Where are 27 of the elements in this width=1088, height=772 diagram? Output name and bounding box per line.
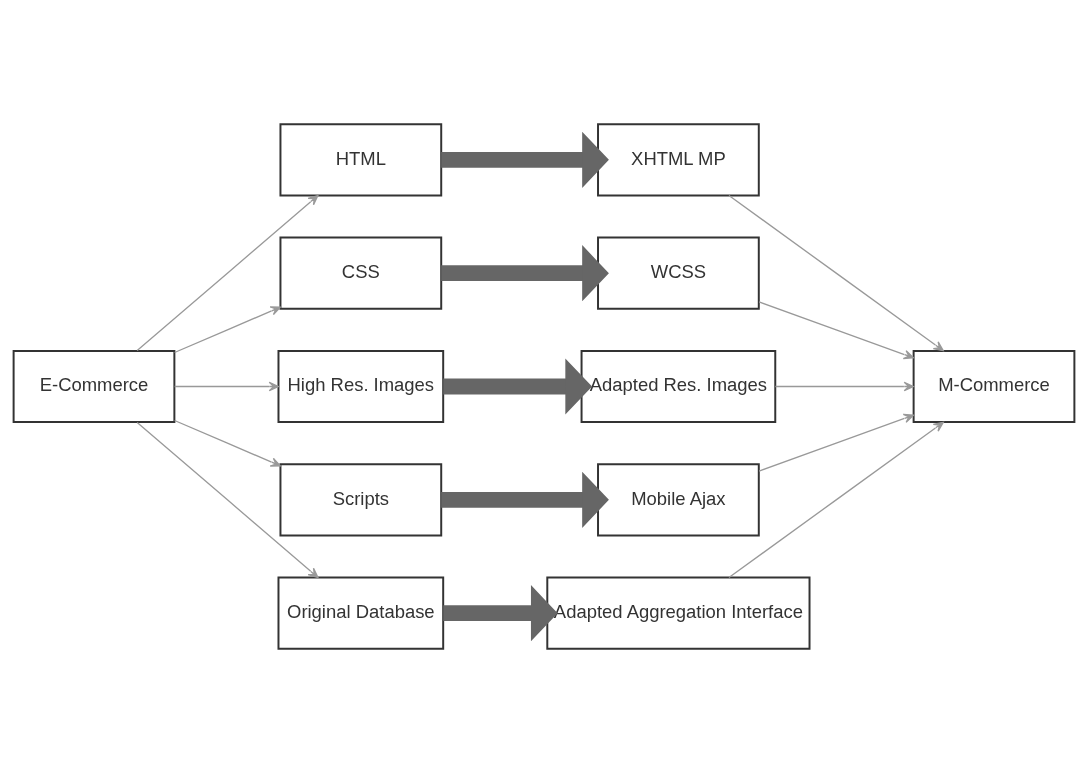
arrow <box>728 421 944 578</box>
arrow <box>774 381 915 391</box>
arrow <box>173 381 280 391</box>
node-box: WCSS <box>597 236 760 310</box>
arrow <box>758 413 915 472</box>
node-box: High Res. Images <box>277 349 445 423</box>
arrow <box>441 471 609 528</box>
arrow <box>441 131 609 188</box>
arrow <box>173 419 281 467</box>
arrow <box>443 584 558 641</box>
arrow <box>441 244 609 301</box>
node-box: HTML <box>279 122 443 196</box>
node-box: Adapted Aggregation Interface <box>546 576 811 650</box>
node-box: CSS <box>279 236 443 310</box>
node-box: Original Database <box>277 576 445 650</box>
arrow <box>136 194 319 351</box>
arrow <box>173 305 281 353</box>
arrow <box>758 300 915 359</box>
arrow <box>443 357 593 415</box>
node-box: M-Commerce <box>912 349 1076 423</box>
node-box: Scripts <box>279 462 443 536</box>
arrow <box>728 194 944 351</box>
node-box: XHTML MP <box>597 122 760 196</box>
node-box: Mobile Ajax <box>597 462 760 536</box>
node-box: Adapted Res. Images <box>580 349 777 423</box>
arrow <box>136 421 319 578</box>
node-box: E-Commerce <box>12 349 176 423</box>
